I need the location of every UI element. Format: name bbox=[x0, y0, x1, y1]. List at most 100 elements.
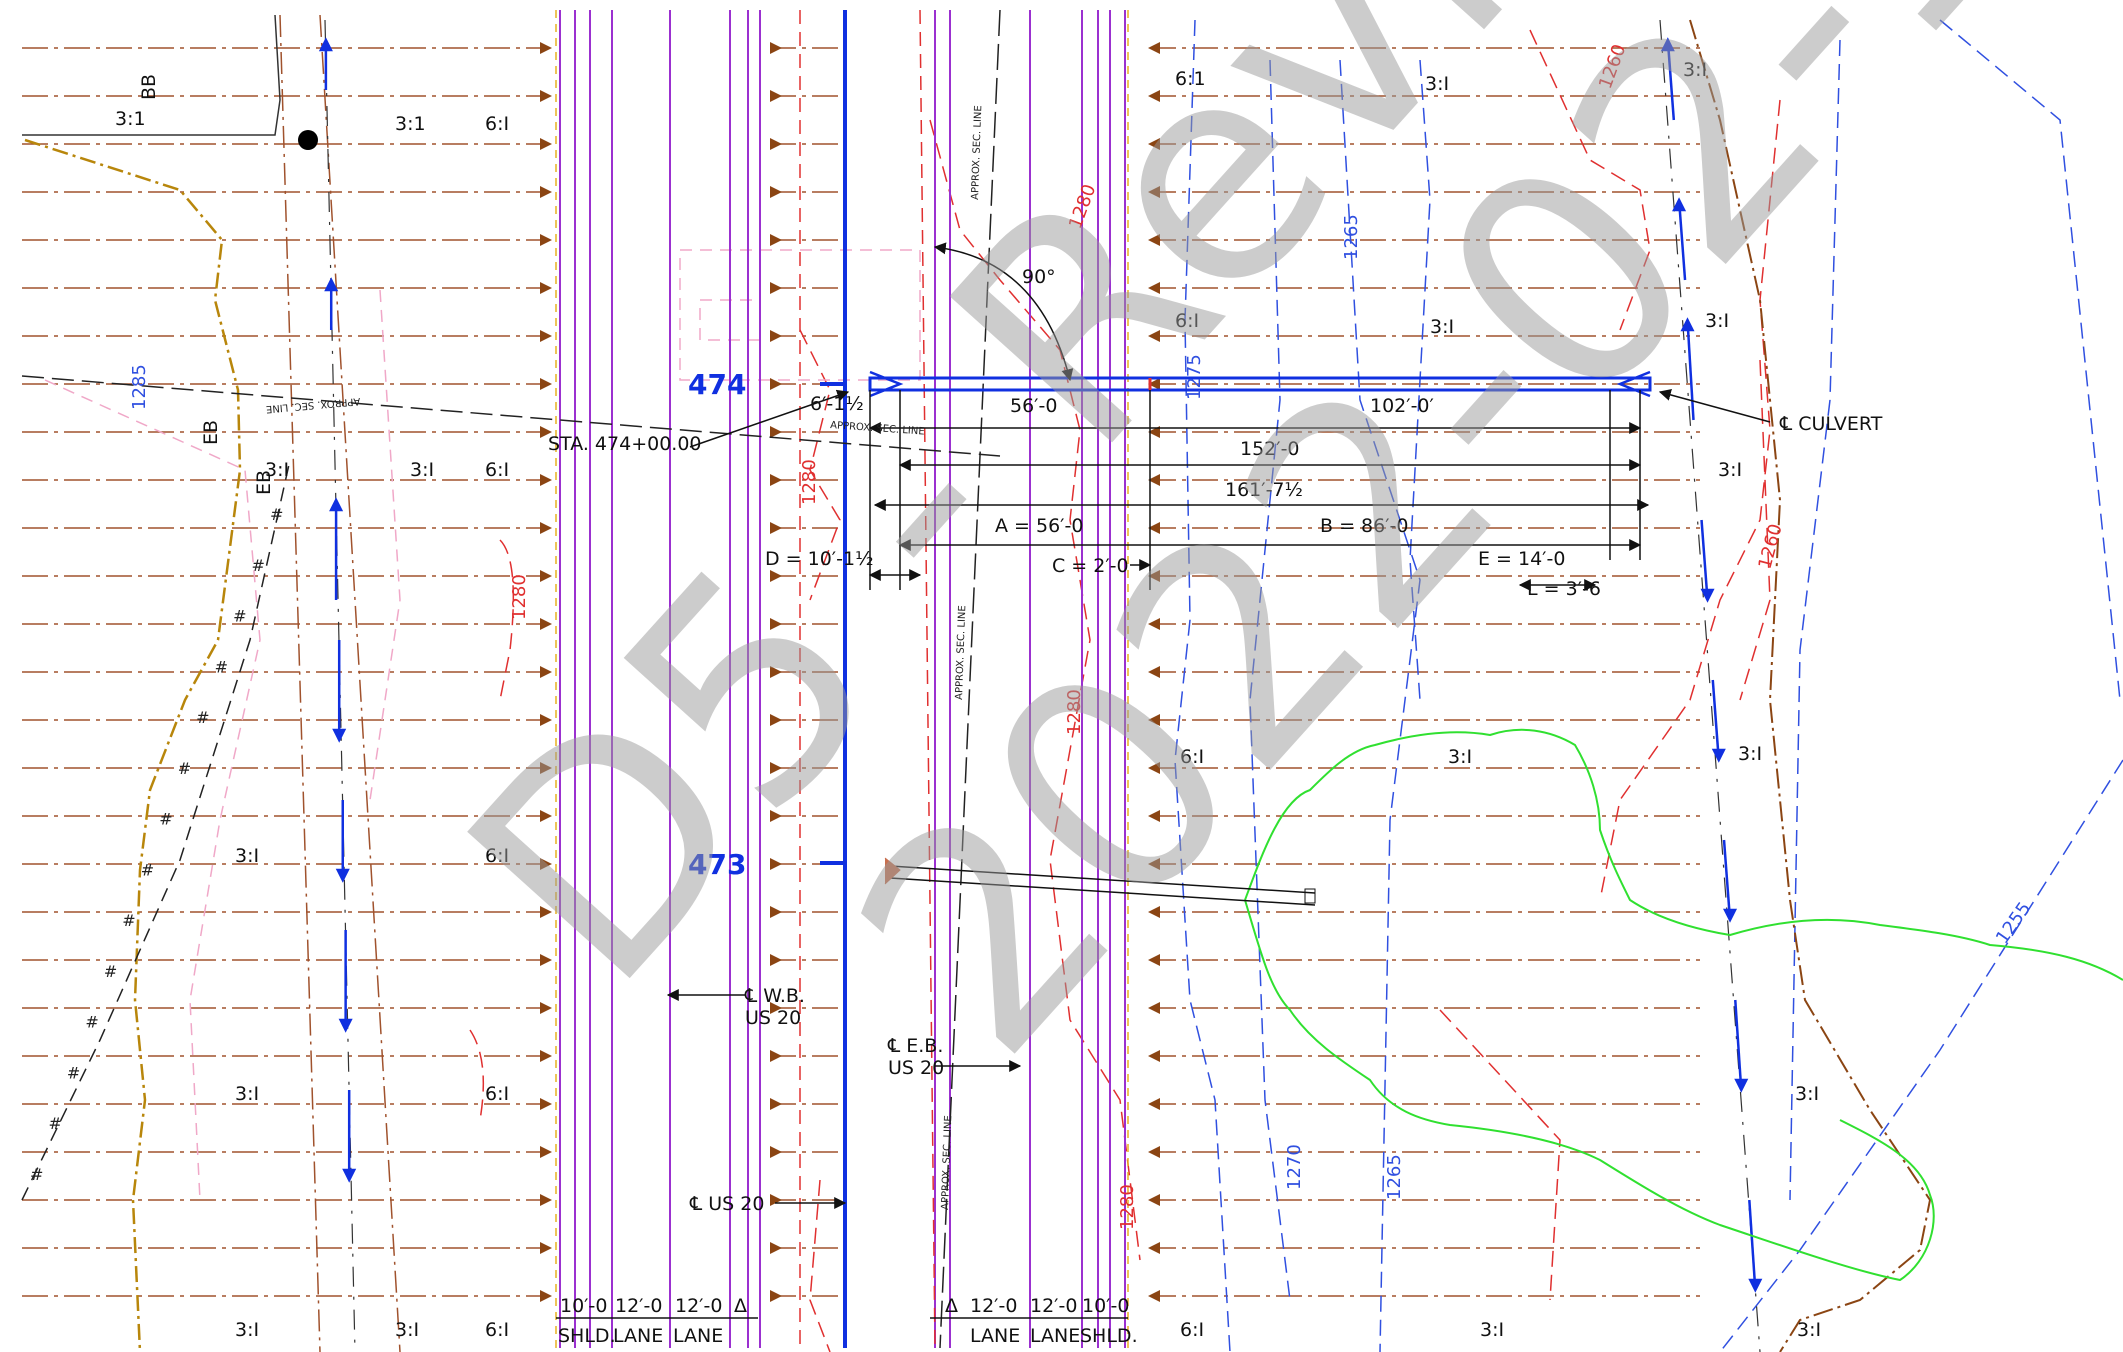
fence-mark: # bbox=[122, 911, 135, 930]
slope-toe-marker bbox=[540, 282, 552, 294]
slope-toe-marker bbox=[1148, 1050, 1160, 1062]
dim-b: B = 86′-0 bbox=[1320, 515, 1408, 537]
slope-toe-marker bbox=[1148, 378, 1160, 390]
slope-toe-marker bbox=[540, 1098, 552, 1110]
slope-toe-marker bbox=[770, 42, 782, 54]
sec-line-label: APPROX. SEC. LINE bbox=[940, 1115, 954, 1210]
slope-toe-marker bbox=[1148, 1146, 1160, 1158]
slope-label: 3:I bbox=[265, 459, 289, 481]
contour-label: 1255 bbox=[1992, 898, 2035, 948]
highway-lane-lines bbox=[559, 10, 1126, 1348]
slope-label: 3:I bbox=[1448, 746, 1472, 768]
slope-toe-marker bbox=[770, 570, 782, 582]
fence-mark: # bbox=[48, 1114, 61, 1133]
lane-dim: Δ bbox=[734, 1295, 747, 1317]
flow-arrow-head bbox=[1680, 317, 1695, 332]
slope-label: 3:1 bbox=[115, 108, 146, 130]
slope-label: 3:I bbox=[1797, 1319, 1821, 1341]
culvert-dimension-lines bbox=[868, 390, 1650, 591]
slope-toe-marker bbox=[770, 1242, 782, 1254]
slope-label: 3:I bbox=[1425, 73, 1449, 95]
lane-dim: Δ bbox=[945, 1295, 958, 1317]
slope-toe-marker bbox=[1148, 906, 1160, 918]
dim-152: 152′-0 bbox=[1240, 438, 1300, 460]
existing-pipe bbox=[884, 857, 1316, 906]
flow-arrow-head bbox=[1734, 1078, 1749, 1093]
slope-toe-marker bbox=[540, 234, 552, 246]
side-road-flow-arrows bbox=[318, 37, 357, 1183]
lane-dim: 12′-0 bbox=[1030, 1295, 1077, 1317]
sec-line-label: APPROX. SEC. LINE bbox=[970, 105, 984, 200]
slope-toe-marker bbox=[770, 282, 782, 294]
side-road-edge-left bbox=[279, 14, 321, 1352]
slope-label: 3:I bbox=[1480, 1319, 1504, 1341]
flow-arrow bbox=[1748, 1199, 1757, 1291]
slope-label: 3:I bbox=[1683, 59, 1707, 81]
approx-sec-line-diag bbox=[939, 9, 1001, 1349]
approx-sec-line-horizontal bbox=[21, 375, 1001, 457]
slope-toe-marker bbox=[540, 474, 552, 486]
flow-arrow-head bbox=[324, 277, 339, 292]
lane-name: LANE bbox=[673, 1325, 723, 1347]
dim-161: 161′-7½ bbox=[1225, 479, 1303, 501]
wb-us20-label: ℄ W.B. bbox=[744, 985, 805, 1007]
slope-toe-marker bbox=[1148, 858, 1160, 870]
slope-toe-marker bbox=[540, 186, 552, 198]
slope-toe-marker bbox=[770, 426, 782, 438]
slope-toe-marker bbox=[540, 522, 552, 534]
slope-toe-marker bbox=[540, 570, 552, 582]
right-road-centerline bbox=[1659, 19, 1761, 1352]
contour-label: 1280 bbox=[1064, 689, 1085, 735]
station-473-label: 473 bbox=[688, 848, 746, 881]
slope-toe-marker bbox=[540, 1290, 552, 1302]
slope-toe-marker bbox=[770, 858, 782, 870]
slope-toe-marker bbox=[1148, 138, 1160, 150]
flow-arrow-head bbox=[329, 497, 344, 512]
fence-mark: # bbox=[196, 708, 209, 727]
slope-label: 6:1 bbox=[1175, 68, 1206, 90]
right-road-flow-arrows bbox=[1660, 37, 1763, 1293]
slope-toe-marker bbox=[770, 714, 782, 726]
lane-dim: 12′-0 bbox=[615, 1295, 662, 1317]
lane-name: SHLD. bbox=[558, 1325, 616, 1347]
slope-toe-marker bbox=[1148, 474, 1160, 486]
bb-label: BB bbox=[138, 74, 160, 100]
dim-56: 56′-0 bbox=[1010, 395, 1057, 417]
fence-mark: # bbox=[141, 860, 154, 879]
cl-us20-label: ℄ US 20 bbox=[689, 1193, 764, 1215]
contour-label: 1275 bbox=[1184, 354, 1205, 400]
slope-toe-marker bbox=[540, 1194, 552, 1206]
station-474-label: 474 bbox=[688, 368, 746, 401]
fence-line bbox=[21, 459, 291, 1201]
flow-arrow bbox=[1677, 199, 1687, 281]
lane-name: LANE bbox=[1030, 1325, 1080, 1347]
slope-label: 6:I bbox=[485, 459, 509, 481]
slope-toe-marker bbox=[540, 330, 552, 342]
sec-line-label: APPROX. SEC. LINE bbox=[265, 395, 360, 414]
slope-toe-marker bbox=[770, 618, 782, 630]
eb-label: EB bbox=[253, 470, 275, 495]
eb-us20-label: ℄ E.B. bbox=[887, 1035, 943, 1057]
fence-mark: # bbox=[159, 810, 172, 829]
lane-dim: 10′-0 bbox=[560, 1295, 607, 1317]
side-road-edge-right bbox=[319, 14, 401, 1352]
slope-toe-marker bbox=[540, 426, 552, 438]
flow-arrow bbox=[1666, 39, 1676, 121]
slope-toe-marker bbox=[540, 810, 552, 822]
fence-mark: # bbox=[270, 505, 283, 524]
slope-toe-marker bbox=[770, 1290, 782, 1302]
slope-toe-marker bbox=[1148, 1290, 1160, 1302]
leader-lines bbox=[666, 389, 1771, 1209]
angle-label: 90° bbox=[1022, 266, 1056, 288]
eb-us20-route: US 20 bbox=[888, 1057, 944, 1079]
slope-toe-marker bbox=[540, 858, 552, 870]
slope-label: 3:I bbox=[1738, 743, 1762, 765]
dim-102: 102′-0′ bbox=[1370, 395, 1434, 417]
contour-label: 1265 bbox=[1341, 214, 1362, 260]
flow-arrow-head bbox=[1700, 588, 1715, 603]
slope-toe-marker bbox=[770, 1146, 782, 1158]
median-edge-line-2 bbox=[919, 9, 936, 1349]
slope-toe-marker bbox=[1148, 1242, 1160, 1254]
slope-toe-marker bbox=[770, 330, 782, 342]
